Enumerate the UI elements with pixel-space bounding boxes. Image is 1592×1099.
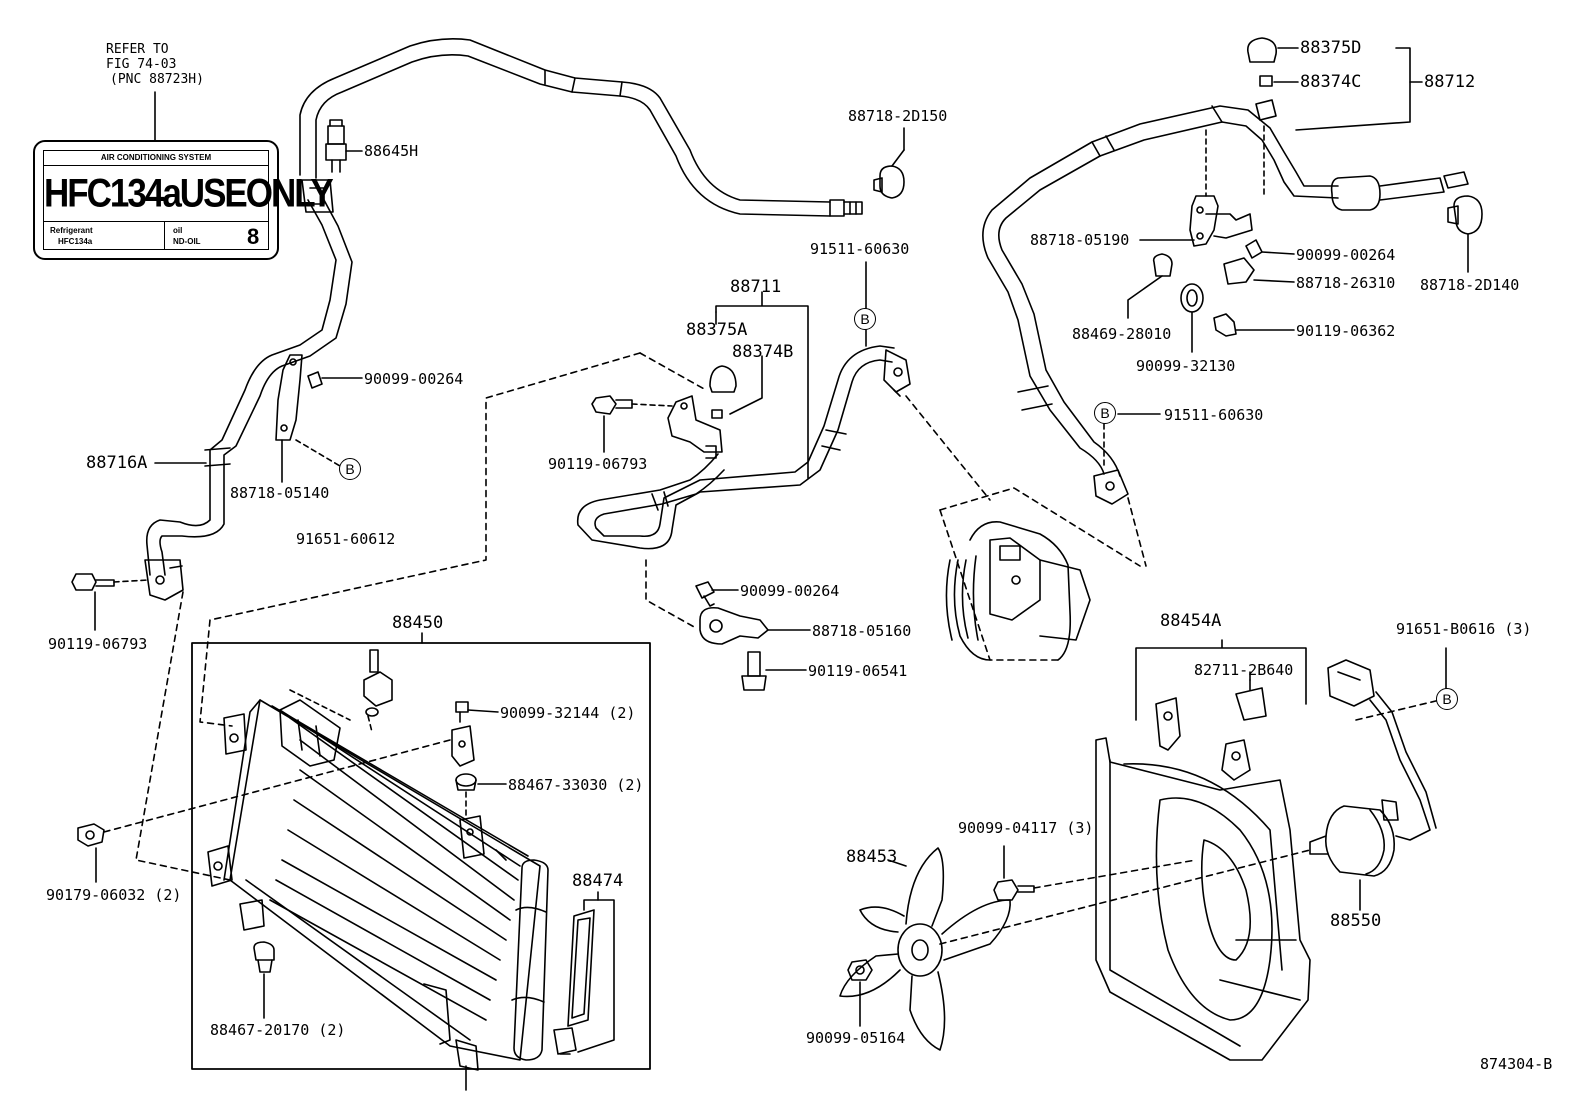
part-88550: 88550 <box>1330 911 1382 931</box>
hose-joint-fitting <box>301 179 334 213</box>
part-90099-05164: 90099-05164 <box>806 1029 906 1047</box>
bolt-90099-32144 <box>451 701 499 767</box>
circle-marker-b-motor: B <box>1436 688 1458 710</box>
part-90099-04117: 90099-04117 (3) <box>958 819 1094 837</box>
part-88645h: 88645H <box>364 142 419 160</box>
part-88711: 88711 <box>730 277 782 297</box>
part-88467-33030: 88467-33030 (2) <box>508 776 644 794</box>
badge-main-text: HFC134aUSEONLY <box>44 171 334 216</box>
part-88374b: 88374B <box>732 342 794 362</box>
clamp-88718-05160 <box>699 606 811 645</box>
refer-note-line1: REFER TO <box>106 42 169 57</box>
bolt-90099-00264-left <box>307 371 363 389</box>
part-90119-06362: 90119-06362 <box>1296 322 1396 340</box>
condenser-box <box>191 642 651 1070</box>
part-88718-2d140: 88718-2D140 <box>1420 276 1520 294</box>
part-90119-06793-left: 90119-06793 <box>48 635 148 653</box>
part-90099-32130: 90099-32130 <box>1136 357 1236 375</box>
part-88718-05160: 88718-05160 <box>812 622 912 640</box>
valve-core-88374c <box>1259 75 1299 87</box>
bolt-90119-06362 <box>1213 313 1295 337</box>
refrigerant-label-badge: AIR CONDITIONING SYSTEM HFC134aUSEONLY R… <box>33 140 334 260</box>
part-88712: 88712 <box>1424 72 1476 92</box>
cushion-88467-20170 <box>253 941 275 1019</box>
nut-90099-05164 <box>847 959 873 1027</box>
valve-core-88374b <box>711 409 723 419</box>
part-90099-00264-right: 90099-00264 <box>1296 246 1396 264</box>
badge-oil-value: ND-OIL <box>173 237 201 246</box>
grommet-88469-28010 <box>1127 253 1173 319</box>
part-82711-2b640: 82711-2B640 <box>1194 661 1294 679</box>
badge-oil-number: 8 <box>247 224 260 249</box>
bolt-90119-06541 <box>741 651 807 691</box>
badge-refrigerant-value: HFC134a <box>58 237 93 246</box>
dashed-line-hose-to-condenser <box>135 591 231 881</box>
part-88467-20170: 88467-20170 (2) <box>210 1021 346 1039</box>
cap-88375a <box>709 365 737 393</box>
bracket-88718-05140 <box>275 354 341 483</box>
fan-shroud-88454a <box>1095 679 1311 1061</box>
badge-oil-label: oil <box>173 226 183 235</box>
refer-note-line3: (PNC 88723H) <box>110 72 204 87</box>
fan-motor-88550 <box>1309 659 1437 911</box>
bolt-90099-00264-right <box>1245 239 1295 259</box>
dashed-line-to-condenser-top <box>199 352 641 727</box>
compressor <box>939 487 1141 661</box>
part-88375a: 88375A <box>686 320 748 340</box>
part-88375d: 88375D <box>1300 38 1362 58</box>
discharge-hose-88716a <box>144 38 863 601</box>
pressure-switch-88645h <box>325 119 363 173</box>
part-88718-05140: 88718-05140 <box>230 484 330 502</box>
part-88718-26310: 88718-26310 <box>1296 274 1396 292</box>
fan-88453 <box>839 847 1011 1051</box>
part-88374c: 88374C <box>1300 72 1362 92</box>
part-90179-06032: 90179-06032 (2) <box>46 886 182 904</box>
badge-refrigerant-label: Refrigerant <box>50 226 93 235</box>
part-88454a: 88454A <box>1160 611 1222 631</box>
refer-note-line2: FIG 74-03 <box>106 57 177 72</box>
seal-88474 <box>553 891 615 1055</box>
part-90119-06793-center: 90119-06793 <box>548 455 648 473</box>
part-88718-05190: 88718-05190 <box>1030 231 1130 249</box>
cushion-90099-32130 <box>1180 283 1204 353</box>
part-90099-32144: 90099-32144 (2) <box>500 704 636 722</box>
badge-header: AIR CONDITIONING SYSTEM <box>44 151 268 166</box>
condenser-88450 <box>207 689 549 1091</box>
cushion-88467-33030 <box>455 773 507 817</box>
nut-90179-06032 <box>77 739 451 883</box>
cap-88375d <box>1246 37 1299 63</box>
suction-hose-88712 <box>982 99 1469 505</box>
cap-88718-2d150 <box>873 127 905 199</box>
bolt-90119-06793-left <box>71 573 149 631</box>
cap-88718-2d140 <box>1447 195 1483 273</box>
bracket-lines-88711 <box>715 291 809 479</box>
part-90119-06541: 90119-06541 <box>808 662 908 680</box>
condenser-bracket-top <box>363 649 393 733</box>
part-88716a: 88716A <box>86 453 148 473</box>
bracket-88718-05190 <box>1139 129 1253 247</box>
part-91651-60612: 91651-60612 <box>296 530 396 548</box>
part-91511-60630-center: 91511-60630 <box>810 240 910 258</box>
bolt-90099-00264-center <box>695 581 739 607</box>
part-88469-28010: 88469-28010 <box>1072 325 1172 343</box>
part-88718-2d150: 88718-2D150 <box>848 107 948 125</box>
part-88453: 88453 <box>846 847 898 867</box>
part-91511-60630-right: 91511-60630 <box>1164 406 1264 424</box>
suction-hose-88711 <box>576 345 911 550</box>
bolt-90099-04117 <box>993 845 1197 901</box>
circle-marker-b-right: B <box>1094 402 1116 424</box>
part-90099-00264-left: 90099-00264 <box>364 370 464 388</box>
bolt-90119-06793-center <box>591 395 673 453</box>
part-91651-b0616: 91651-B0616 (3) <box>1396 620 1532 638</box>
figure-code: 874304-B <box>1480 1055 1553 1073</box>
part-90099-00264-center: 90099-00264 <box>740 582 840 600</box>
part-88474: 88474 <box>572 871 624 891</box>
clip-88718-26310 <box>1223 257 1295 285</box>
circle-marker-b-left: B <box>339 458 361 480</box>
circle-marker-b-center: B <box>854 308 876 330</box>
part-88450: 88450 <box>392 613 444 633</box>
